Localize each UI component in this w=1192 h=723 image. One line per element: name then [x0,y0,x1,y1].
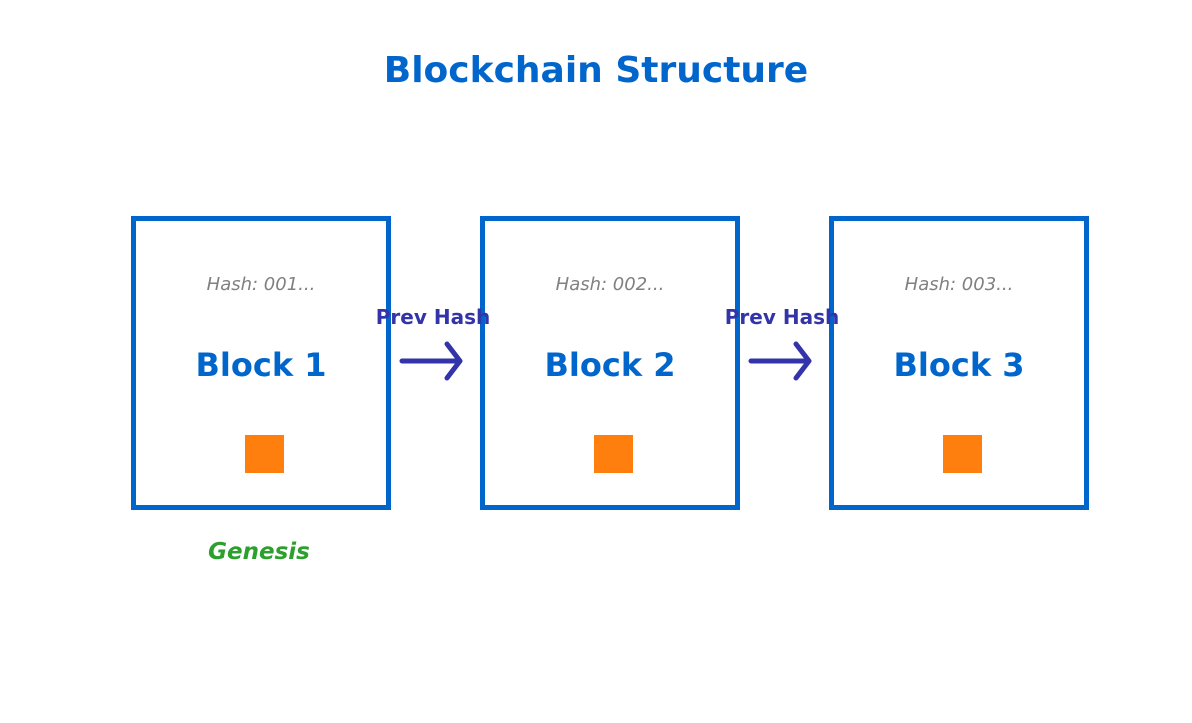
link-label-2: Prev Hash [724,305,840,329]
block-hash: Hash: 001... [206,274,316,295]
block-data-square [594,435,633,473]
genesis-label: Genesis [208,539,310,565]
block-hash: Hash: 002... [555,274,665,295]
block-name: Block 3 [893,346,1025,384]
block-name: Block 1 [195,346,327,384]
arrow-right-icon [748,341,812,381]
block-data-square [943,435,982,473]
link-label-1: Prev Hash [375,305,491,329]
block-name: Block 2 [544,346,676,384]
block-2: Hash: 002... Block 2 [480,216,740,510]
block-3: Hash: 003... Block 3 [829,216,1089,510]
block-1: Hash: 001... Block 1 [131,216,391,510]
arrow-right-icon [399,341,463,381]
block-data-square [245,435,284,473]
diagram-title: Blockchain Structure [383,50,809,91]
block-hash: Hash: 003... [904,274,1014,295]
